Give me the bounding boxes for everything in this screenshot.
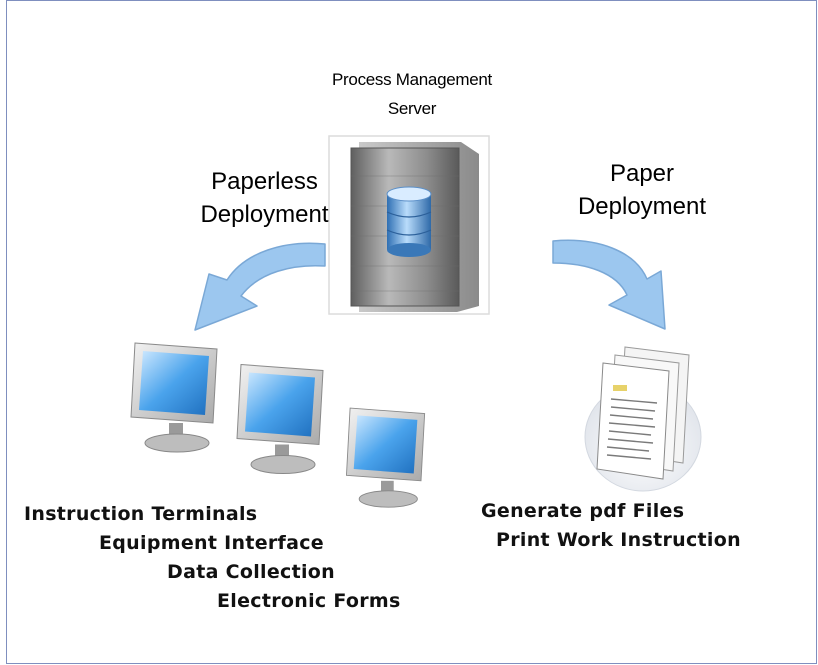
list-item-generate-pdf-files: Generate pdf Files <box>481 500 685 522</box>
server-title: Process Management Server <box>307 65 517 123</box>
computer-monitor-icon <box>130 342 218 453</box>
paperless-label-line2: Deployment <box>200 201 329 228</box>
paperless-label-line1: Paperless <box>211 168 318 195</box>
list-item-instruction-terminals: Instruction Terminals <box>24 503 258 525</box>
list-item-data-collection: Data Collection <box>167 561 335 583</box>
list-item-electronic-forms: Electronic Forms <box>217 590 401 612</box>
server-title-line2: Server <box>387 99 437 118</box>
computer-monitor-icon <box>345 407 426 508</box>
diagram-frame: Process Management Server <box>6 0 817 664</box>
database-icon <box>386 186 432 257</box>
server-icon <box>328 135 490 315</box>
paper-label-line2: Deployment <box>577 193 707 220</box>
paper-curved-arrow-icon <box>552 239 666 330</box>
paper-label-line1: Paper <box>609 160 675 187</box>
computer-monitor-icon <box>236 363 324 474</box>
paperless-curved-arrow-icon <box>194 242 326 331</box>
document-stack-icon <box>584 346 702 492</box>
paper-deployment-label: Paper Deployment <box>547 157 737 223</box>
list-item-print-work-instruction: Print Work Instruction <box>496 529 741 551</box>
server-title-line1: Process Management <box>332 70 492 89</box>
paperless-deployment-label: Paperless Deployment <box>177 165 352 231</box>
list-item-equipment-interface: Equipment Interface <box>99 532 324 554</box>
